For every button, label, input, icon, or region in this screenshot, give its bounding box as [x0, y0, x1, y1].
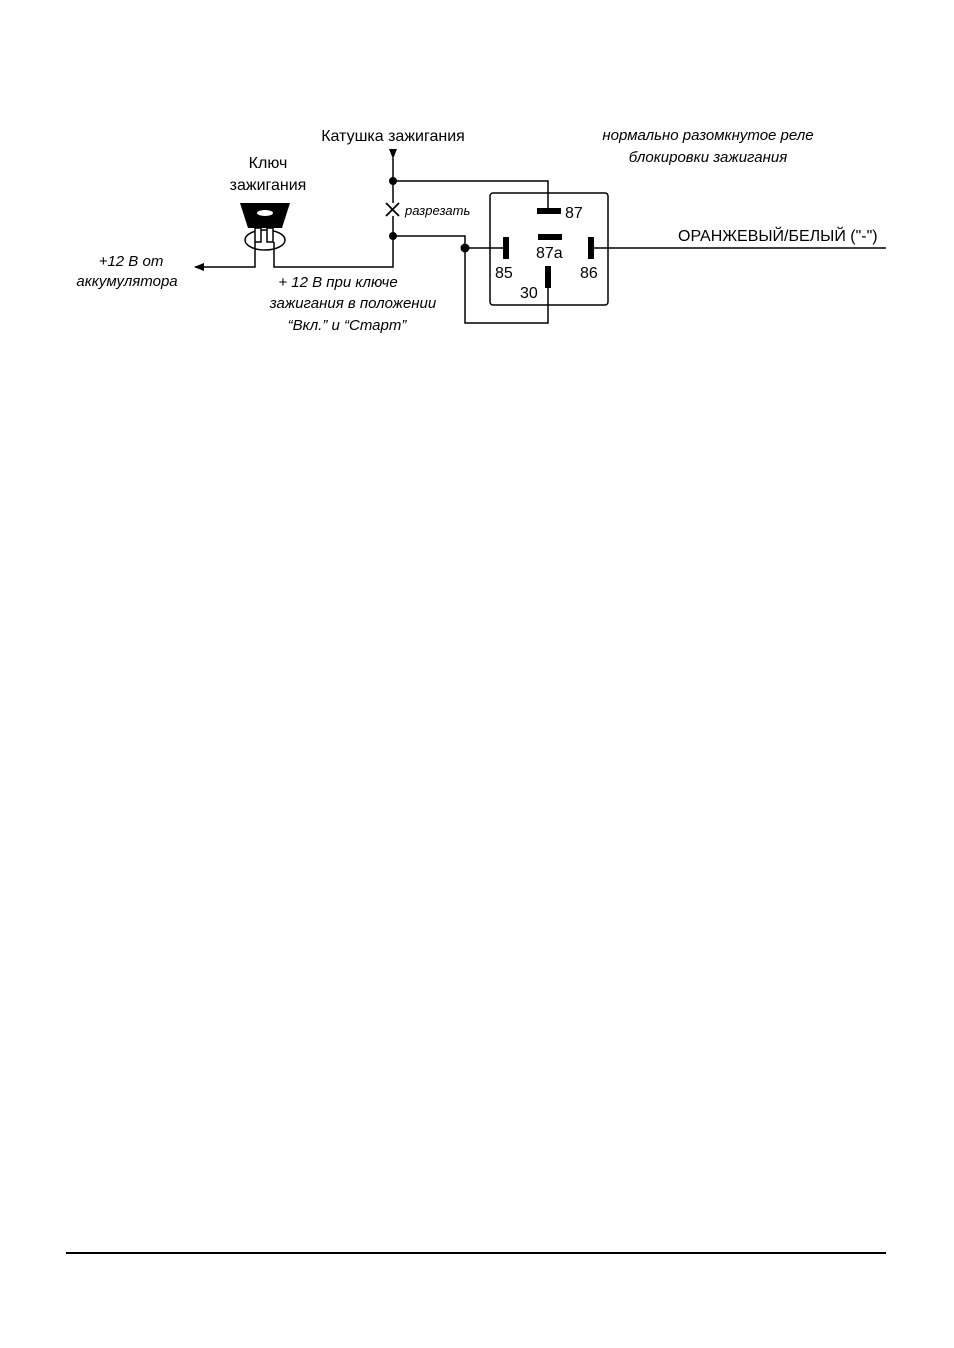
wire-to-junction — [393, 236, 465, 248]
ignition-key-label-line2: зажигания — [230, 177, 307, 194]
wire-color-label: ОРАНЖЕВЫЙ/БЕЛЫЙ ("-") — [678, 226, 878, 245]
relay-description-line2: блокировки зажигания — [629, 149, 787, 166]
relay-description-line1: нормально разомкнутое реле — [602, 127, 813, 144]
pin-85-contact — [503, 237, 509, 259]
ignition-key-icon — [240, 203, 290, 250]
ignition-desc-line3: “Вкл.” и “Старт” — [288, 317, 408, 334]
pin-87-contact — [537, 208, 561, 214]
ignition-desc-line1: + 12 В при ключе — [278, 274, 397, 291]
cut-label: разрезать — [404, 203, 470, 218]
battery-wire — [195, 242, 255, 267]
pin-86-label: 86 — [580, 265, 598, 282]
switched-ignition-wire — [274, 236, 393, 267]
ignition-coil-label: Катушка зажигания — [321, 128, 465, 145]
pin-30-contact — [545, 266, 551, 288]
cut-mark-icon — [386, 203, 399, 216]
pin-86-contact — [588, 237, 594, 259]
pin-87-label: 87 — [565, 205, 583, 222]
pin-87a-label: 87a — [536, 245, 563, 262]
pin-87a-contact — [538, 234, 562, 240]
pin-30-label: 30 — [520, 285, 538, 302]
battery-label-line2: аккумулятора — [76, 273, 177, 290]
ignition-desc-line2: зажигания в положении — [269, 295, 437, 312]
pin-85-label: 85 — [495, 265, 513, 282]
footer-rule — [66, 1252, 886, 1254]
ignition-key-label-line1: Ключ — [249, 155, 288, 172]
battery-label-line1: +12 В от — [99, 253, 164, 270]
